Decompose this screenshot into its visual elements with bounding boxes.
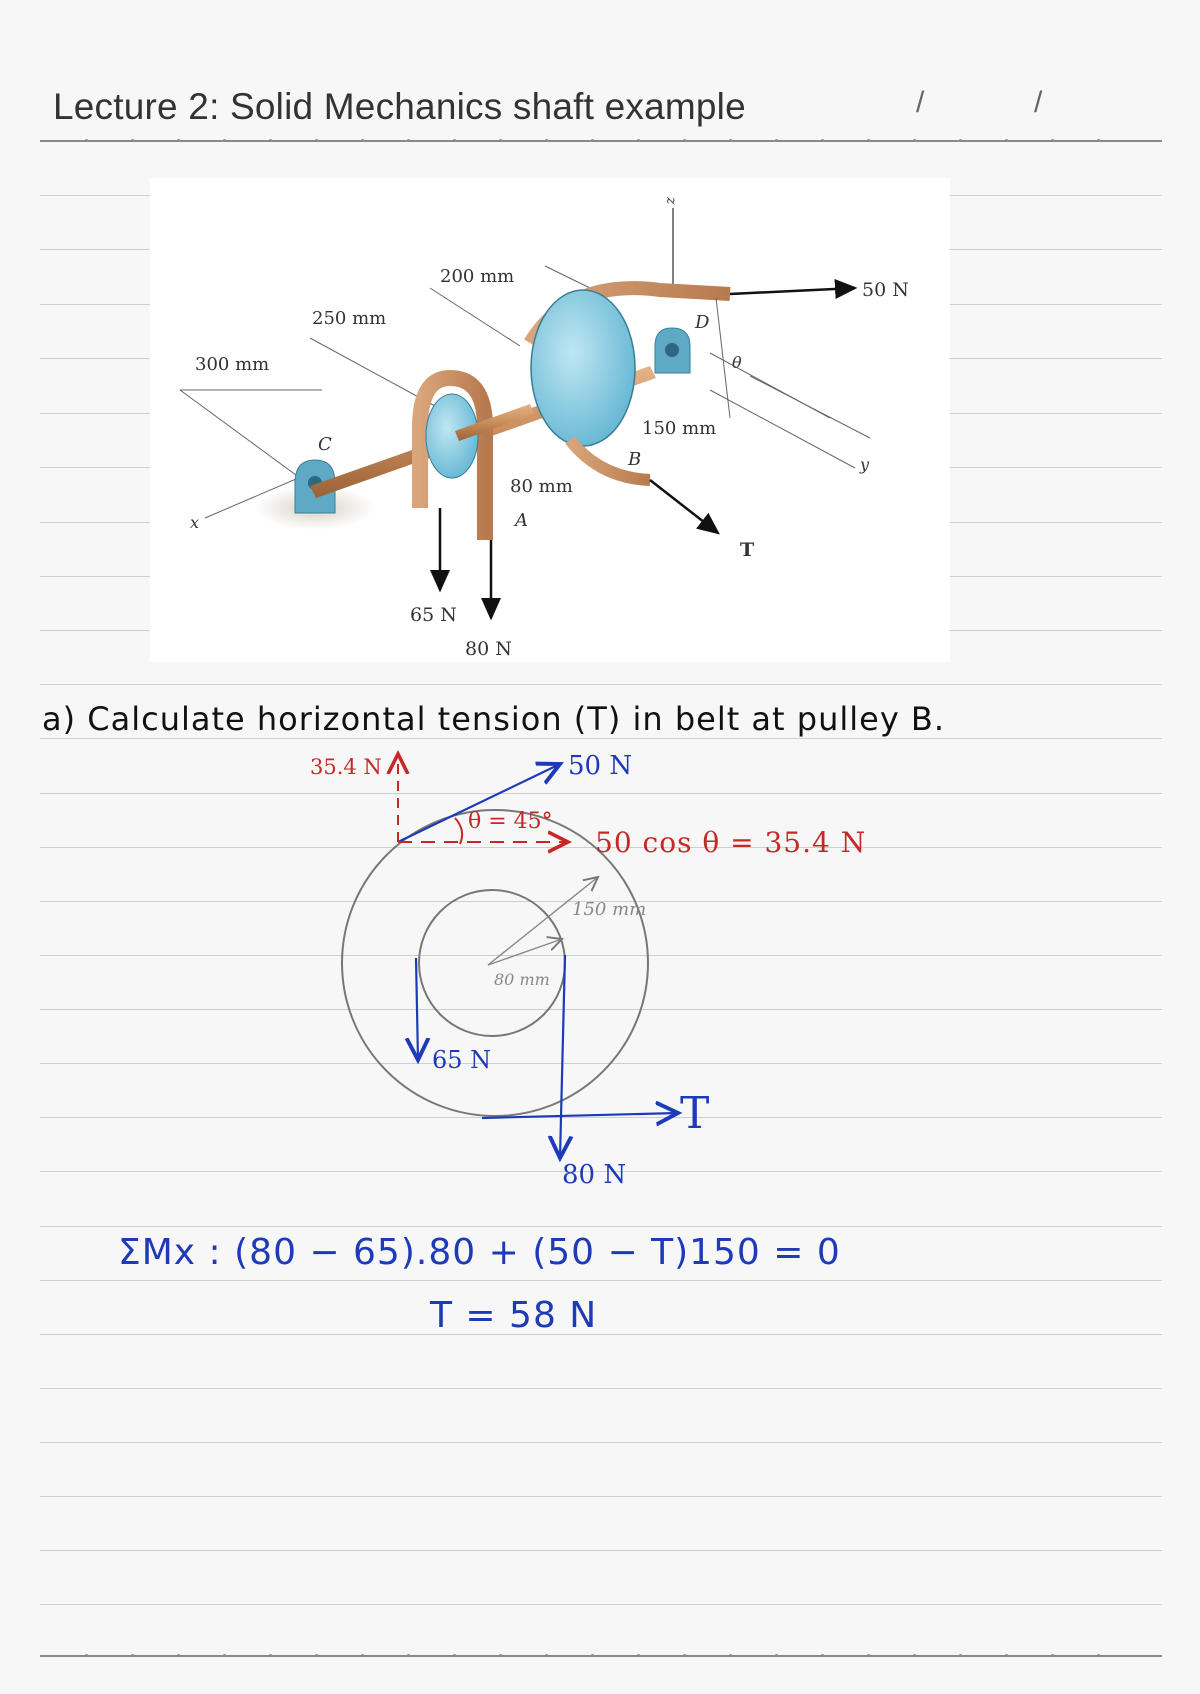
header-rule [40, 140, 1162, 142]
dim-150: 150 mm [642, 418, 716, 439]
force-65-text: 65 N [432, 1046, 491, 1074]
footer-rule [40, 1655, 1162, 1657]
force-65-label: 65 N [410, 604, 457, 626]
tension-vector [481, 1113, 678, 1118]
dim-80: 80 mm [510, 476, 573, 497]
point-b-label: B [627, 449, 641, 470]
radius-150-arrow [487, 877, 598, 966]
belt-b-bottom [565, 436, 651, 486]
point-d-label: D [694, 312, 710, 333]
tension-arrow [649, 479, 720, 535]
force-65-vector [416, 957, 418, 1060]
x-axis-label: x [190, 513, 199, 532]
pulley-a [425, 393, 479, 479]
date-separator: / [1034, 86, 1043, 119]
force-80-vector [560, 954, 565, 1158]
bearing-d-hole [665, 343, 679, 357]
x-axis [204, 472, 311, 519]
moment-equation: ΣMx : (80 − 65).80 + (50 − T)150 = 0 [118, 1232, 841, 1273]
force-50-label: 50 N [862, 279, 909, 301]
theta-label: θ [732, 353, 742, 372]
radius-80-label: 80 mm [494, 970, 550, 989]
outer-pulley-circle [341, 809, 649, 1117]
y-axis [709, 389, 856, 469]
force-50-arrow [729, 278, 858, 299]
dim-250: 250 mm [312, 308, 386, 329]
z-axis-label: z [663, 196, 679, 205]
theta-angle-arc [454, 817, 464, 845]
tension-text: T [680, 1088, 709, 1139]
dim-200: 200 mm [440, 266, 514, 287]
tension-label: T [740, 539, 754, 561]
force-80-label: 80 N [465, 638, 512, 660]
vertical-component-text: 35.4 N [310, 755, 382, 779]
shaft-segment [455, 404, 534, 441]
force-50-text: 50 N [568, 751, 632, 781]
free-body-sketch: 150 mm 80 mm 50 N 35.4 N θ = 45° 50 cos … [310, 740, 866, 1190]
pulley-b [530, 289, 636, 447]
shaft-diagram: z 300 mm 250 mm 200 mm 150 mm 80 mm x y [179, 196, 909, 660]
shaft-figure: z 300 mm 250 mm 200 mm 150 mm 80 mm x y [150, 178, 950, 662]
force-50-vector [397, 764, 560, 843]
y-axis-label: y [859, 455, 870, 474]
theta-text: θ = 45° [468, 809, 553, 834]
force-80-text: 80 N [562, 1160, 626, 1190]
radius-150-label: 150 mm [572, 899, 646, 920]
date-separator: / [916, 86, 925, 119]
theta-arc [715, 297, 731, 419]
cos-equation: 50 cos θ = 35.4 N [595, 826, 866, 859]
page-title: Lecture 2: Solid Mechanics shaft example [53, 86, 746, 127]
result-text: T = 58 N [430, 1295, 598, 1336]
dimension-lines [179, 265, 871, 479]
radius-80-arrow [487, 939, 562, 966]
dim-300: 300 mm [195, 354, 269, 375]
belt-a [412, 369, 493, 540]
question-text: a) Calculate horizontal tension (T) in b… [42, 700, 946, 738]
point-c-label: C [318, 434, 332, 455]
point-a-label: A [513, 510, 528, 531]
